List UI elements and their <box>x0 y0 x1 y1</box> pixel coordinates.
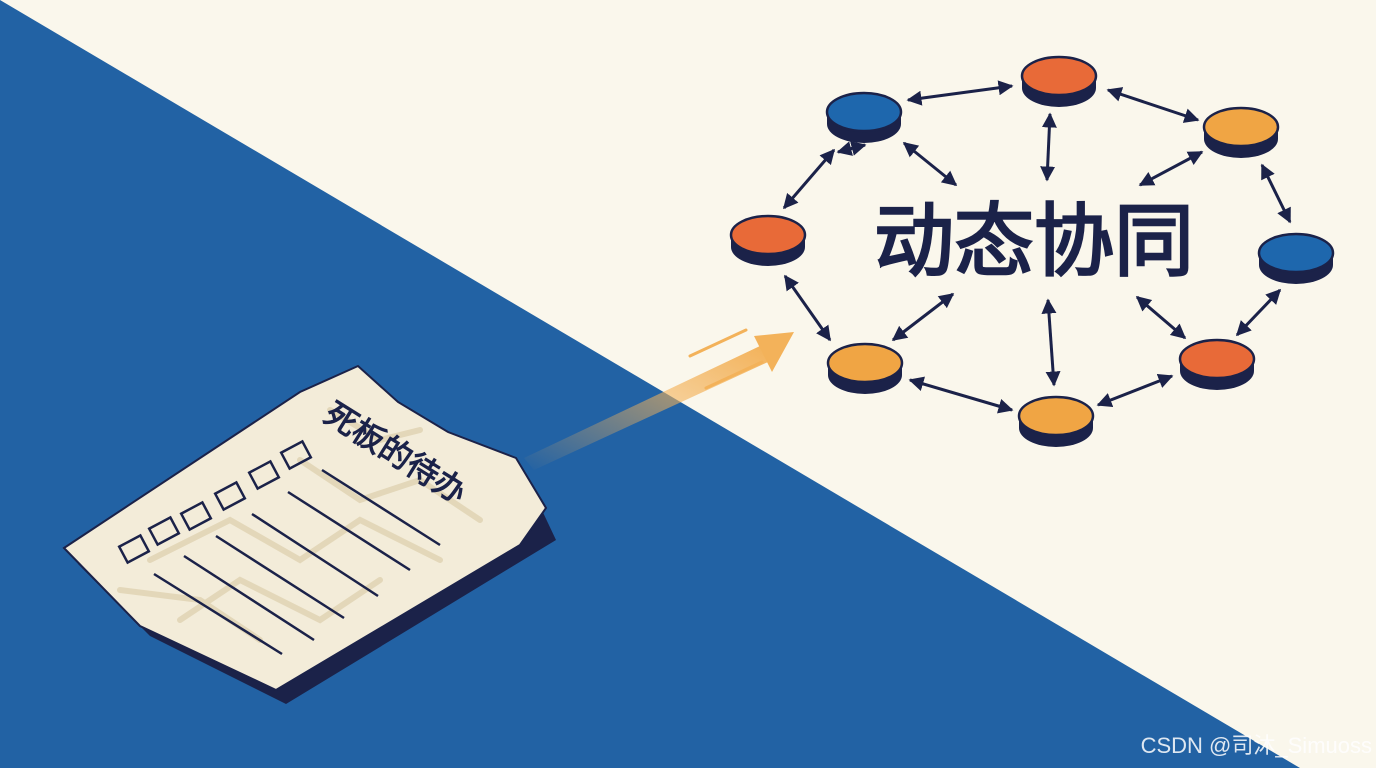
checkbox-icon <box>247 459 281 491</box>
nodes <box>729 55 1335 447</box>
connection-arrow <box>1041 298 1061 387</box>
arrow-trail <box>524 346 768 470</box>
connection-arrow <box>902 141 958 187</box>
checklist-line <box>321 468 441 547</box>
arrow-head <box>754 332 794 372</box>
speed-line <box>688 328 748 358</box>
node-left <box>729 214 807 266</box>
node-right <box>1257 232 1335 284</box>
connections <box>782 80 1292 414</box>
checklist <box>117 439 441 656</box>
checkbox-icon <box>279 439 313 471</box>
checklist-line <box>287 490 411 572</box>
connection-arrow <box>782 148 836 210</box>
node-bottom <box>1017 395 1095 447</box>
connection-arrow <box>908 376 1014 414</box>
checkbox-icon <box>117 533 151 565</box>
node-lower-right <box>1178 338 1256 390</box>
node-lower-left <box>826 342 904 394</box>
transition-arrow <box>524 328 794 470</box>
node-upper-left <box>825 91 903 143</box>
connection-arrow <box>836 141 867 156</box>
checkbox-icon <box>213 480 247 512</box>
connection-arrow <box>1096 373 1174 408</box>
checklist-line <box>215 534 345 620</box>
checklist-line <box>183 554 315 642</box>
connection-arrow <box>891 292 955 342</box>
node-upper-right <box>1202 106 1280 158</box>
paper-sheet <box>62 364 548 692</box>
connection-arrow <box>1135 295 1187 340</box>
checkbox-icon <box>147 515 181 547</box>
hub-label: 动态协同 <box>874 195 1194 288</box>
paper-crease <box>117 407 483 643</box>
speed-line <box>704 360 764 390</box>
connection-arrow <box>783 274 832 342</box>
connection-arrow <box>1235 288 1282 337</box>
connection-arrow <box>1106 87 1200 123</box>
node-top <box>1020 55 1098 107</box>
connection-arrow <box>906 80 1014 106</box>
connection-arrow <box>1138 150 1204 187</box>
checklist-line <box>251 512 379 598</box>
connection-arrow <box>1260 163 1292 224</box>
checklist-line <box>153 572 283 656</box>
connection-arrow <box>1040 112 1057 182</box>
checkbox-icon <box>179 500 213 532</box>
watermark: CSDN @司沐_Simuoss <box>1140 733 1372 758</box>
